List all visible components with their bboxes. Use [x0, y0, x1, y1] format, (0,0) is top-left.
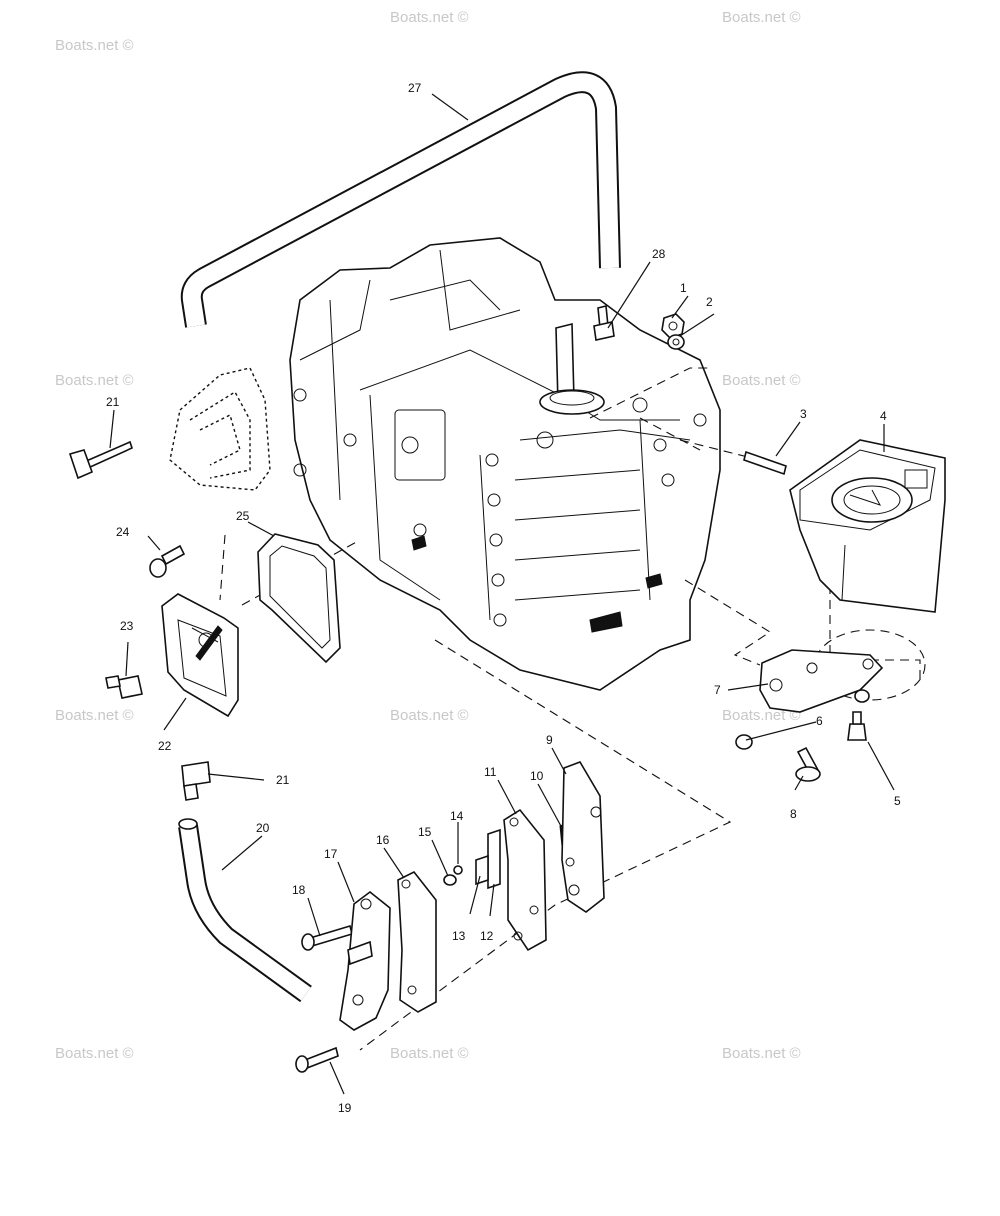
reed-block-dotted [169, 367, 271, 491]
callout-4: 4 [880, 409, 887, 423]
leader-lines [109, 93, 895, 1095]
callout-1: 1 [680, 281, 687, 295]
callout-2: 2 [706, 295, 713, 309]
callout-23: 23 [120, 619, 134, 633]
callout-11: 11 [484, 765, 497, 779]
watermark: Boats.net © [722, 1045, 801, 1062]
callout-16: 16 [376, 833, 390, 847]
watermark: Boats.net © [55, 372, 134, 389]
watermark: Boats.net © [55, 1045, 134, 1062]
adapter-plate-4 [789, 439, 946, 701]
callout-labels: 1 2 3 4 5 6 7 8 9 10 11 12 13 14 15 16 1… [106, 81, 901, 1115]
callout-24: 24 [116, 525, 130, 539]
hose-27 [180, 71, 621, 328]
watermark: Boats.net © [390, 707, 469, 724]
plates [339, 761, 605, 1031]
gasket-25 [257, 533, 341, 664]
cylinder-block [289, 237, 721, 691]
hose-20 [178, 818, 312, 1003]
callout-15: 15 [418, 825, 432, 839]
callout-28: 28 [652, 247, 666, 261]
callout-20: 20 [256, 821, 270, 835]
callout-22: 22 [158, 739, 172, 753]
callout-14: 14 [450, 809, 464, 823]
watermark: Boats.net © [722, 372, 801, 389]
callout-5: 5 [894, 794, 901, 808]
callout-12: 12 [480, 929, 494, 943]
callout-6: 6 [816, 714, 823, 728]
watermark: Boats.net © [390, 1045, 469, 1062]
callout-17: 17 [324, 847, 338, 861]
cover-22 [161, 593, 239, 718]
callout-19: 19 [338, 1101, 352, 1115]
watermark: Boats.net © [55, 37, 134, 54]
callout-21-upper: 21 [106, 395, 120, 409]
bracket-7 [759, 649, 884, 713]
watermark: Boats.net © [722, 9, 801, 26]
callout-21-lower: 21 [276, 773, 290, 787]
callout-10: 10 [530, 769, 544, 783]
callout-9: 9 [546, 733, 553, 747]
callout-27: 27 [408, 81, 422, 95]
callout-3: 3 [800, 407, 807, 421]
watermark: Boats.net © [55, 707, 134, 724]
watermark: Boats.net © [722, 707, 801, 724]
watermark: Boats.net © [390, 9, 469, 26]
callout-25: 25 [236, 509, 250, 523]
callout-13: 13 [452, 929, 466, 943]
callout-7: 7 [714, 683, 721, 697]
callout-8: 8 [790, 807, 797, 821]
callout-18: 18 [292, 883, 306, 897]
watermarks: Boats.net © Boats.net © Boats.net © Boat… [55, 9, 801, 1062]
